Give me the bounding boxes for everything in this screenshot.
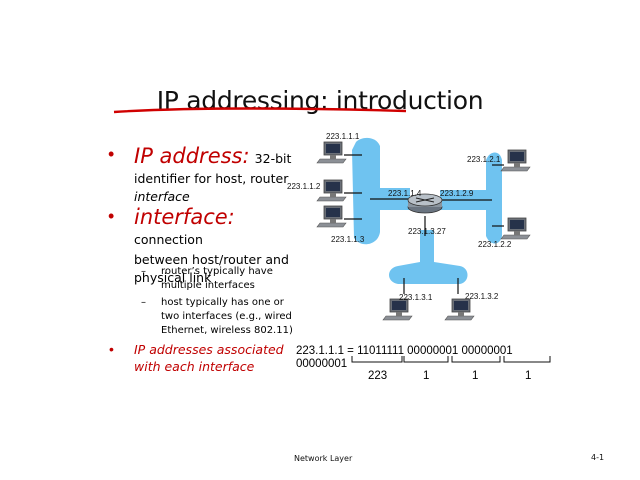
page-number: 4-1 — [591, 453, 605, 462]
dash: – — [141, 297, 146, 308]
ip-label-223-1-3-27: 223.1.3.27 — [408, 227, 446, 236]
bullet-dot: • — [108, 206, 115, 226]
binary-line-2: 00000001 — [296, 358, 348, 370]
ip-label-223-1-1-4: 223.1.1.4 — [388, 189, 422, 198]
bullet-interface: interface: connection between host/route… — [134, 205, 289, 285]
bullet-dot: • — [108, 144, 115, 164]
sub-bullet-router: router’s typically have multiple interfa… — [161, 266, 273, 291]
binary-line-1: 223.1.1.1 = 11011111 00000001 00000001 — [296, 345, 513, 357]
footer-title: Network Layer — [294, 454, 353, 463]
byte-value-3: 1 — [472, 370, 479, 382]
subnet-223-1-1 — [352, 137, 410, 245]
ip-label-223-1-3-2: 223.1.3.2 — [465, 292, 499, 301]
byte-value-4: 1 — [525, 370, 532, 382]
ip-label-223-1-2-9: 223.1.2.9 — [440, 189, 474, 198]
ip-label-223-1-3-1: 223.1.3.1 — [399, 293, 433, 302]
ip-label-223-1-2-1: 223.1.2.1 — [467, 155, 501, 164]
title-underline-annotation — [113, 107, 407, 114]
ip-label-223-1-1-2: 223.1.1.2 — [287, 182, 321, 191]
page-title: IP addressing: introduction — [156, 86, 484, 115]
subnet-223-1-3 — [389, 230, 468, 284]
router-icon — [407, 193, 443, 214]
bullet-ip-address: IP address: 32-bit identifier for host, … — [134, 144, 292, 204]
byte-value-1: 223 — [368, 370, 388, 382]
sub-bullet-host: host typically has one or two interfaces… — [161, 297, 293, 336]
ip-label-223-1-1-1: 223.1.1.1 — [326, 132, 360, 141]
ip-label-223-1-2-2: 223.1.2.2 — [478, 240, 512, 249]
term-interface: interface: — [134, 205, 235, 229]
bullet-ip-associated: IP addresses associated with each interf… — [134, 342, 284, 374]
subnet-223-1-2 — [440, 152, 502, 244]
dash: – — [141, 266, 146, 277]
bullet-dot: • — [109, 341, 114, 357]
byte-value-2: 1 — [423, 370, 430, 382]
ip-label-223-1-1-3: 223.1.1.3 — [331, 235, 365, 244]
term-ip-address: IP address: — [134, 144, 250, 168]
